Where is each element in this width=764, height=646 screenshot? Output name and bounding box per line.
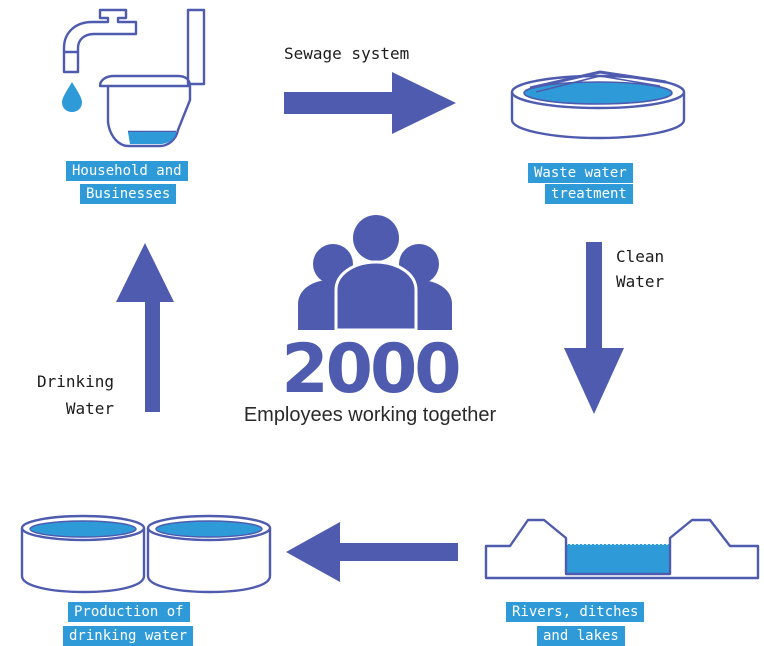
river-channel-icon xyxy=(484,518,760,580)
label-household-line2: Businesses xyxy=(80,184,177,204)
water-drop xyxy=(62,82,82,112)
label-rivers-line2: and lakes xyxy=(537,626,625,646)
caption-drinking-line2: Water xyxy=(65,399,114,418)
label-rivers-line1: Rivers, ditches xyxy=(506,602,645,622)
label-production-line1: Production of xyxy=(68,602,190,622)
label-household-line1: Household and xyxy=(66,161,188,181)
sewage-arrow xyxy=(284,72,456,134)
label-treatment-line2: treatment xyxy=(545,184,633,204)
employees-count: 2000 xyxy=(281,330,461,409)
recycle-arrow xyxy=(286,522,458,582)
employees-label: Employees working together xyxy=(243,404,497,426)
label-production-line2: drinking water xyxy=(63,626,194,646)
double-basin-icon xyxy=(20,514,272,594)
caption-sewage-system: Sewage system xyxy=(284,44,410,63)
caption-clean-line1: Clean xyxy=(616,247,665,266)
caption-clean-line2: Water xyxy=(616,272,665,291)
drinking-water-arrow xyxy=(116,243,174,412)
tap-toilet-icon xyxy=(62,8,206,148)
toilet-water xyxy=(128,132,176,144)
people-group-icon xyxy=(298,215,452,332)
treatment-basin-icon xyxy=(510,70,686,140)
caption-drinking-line1: Drinking xyxy=(36,372,114,391)
label-treatment-line1: Waste water xyxy=(528,163,633,183)
clean-water-arrow xyxy=(564,242,624,414)
